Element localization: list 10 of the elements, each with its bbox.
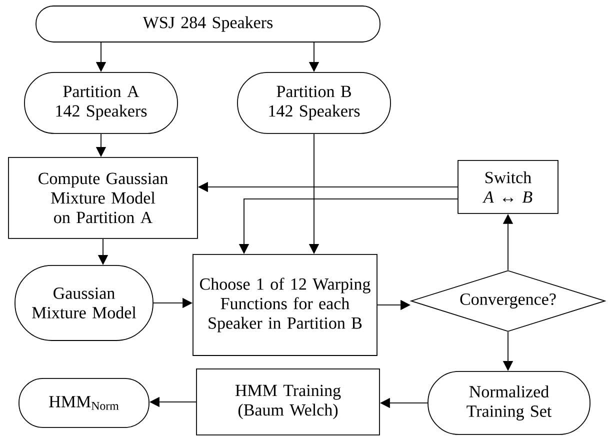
- terminal-box: Partition A 142 Speakers: [24, 72, 178, 134]
- process-box: HMM Training (Baum Welch): [196, 368, 380, 436]
- terminal-box: Gaussian Mixture Model: [14, 265, 154, 341]
- terminal-box: Partition B 142 Speakers: [237, 72, 391, 134]
- terminal-box: Normalized Training Set: [428, 371, 590, 435]
- process-box: Compute Gaussian Mixture Model on Partition A: [8, 157, 198, 239]
- process-box: Choose 1 of 12 Warping Functions for each Speaker in Partition B: [192, 254, 378, 356]
- terminal-box: HMM$_{Norm}$: [18, 378, 150, 428]
- process-box: Switch A ↔ B: [458, 160, 558, 214]
- terminal-box: WSJ 284 Speakers: [36, 6, 380, 42]
